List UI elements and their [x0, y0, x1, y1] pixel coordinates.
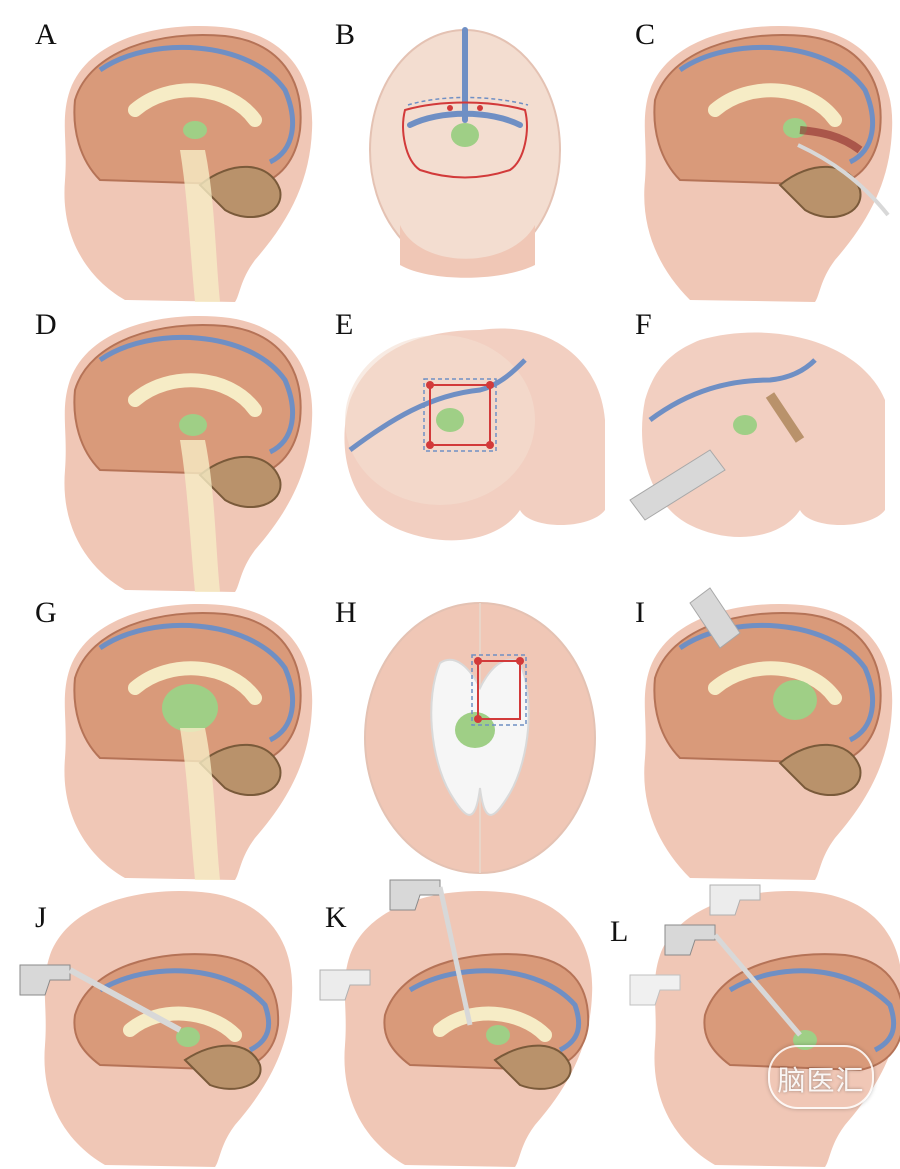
- panel-i: I: [630, 587, 900, 880]
- posterior-head-illustration: [369, 27, 561, 278]
- posterolateral-head-illustration: [344, 328, 605, 541]
- panel-label-c: C: [635, 18, 656, 51]
- panel-label-d: D: [35, 308, 57, 341]
- panel-label-i: I: [635, 596, 645, 629]
- sagittal-head-illustration: [64, 315, 313, 592]
- posterolateral-exposure-illustration: [629, 332, 885, 537]
- panel-b: B: [330, 10, 630, 302]
- sagittal-head-illustration: [644, 25, 893, 302]
- sagittal-head-with-instrument: [19, 890, 293, 1167]
- sagittal-head-with-instruments: [319, 879, 593, 1167]
- sagittal-head-with-instruments: [629, 884, 900, 1167]
- panel-label-g: G: [35, 596, 57, 629]
- panel-label-a: A: [35, 18, 57, 51]
- panel-d: D: [30, 300, 330, 592]
- panel-label-h: H: [335, 596, 357, 629]
- panel-j: J: [10, 875, 310, 1167]
- panel-label-e: E: [335, 308, 354, 341]
- panel-f: F: [629, 300, 900, 592]
- panel-l: L: [610, 875, 900, 1167]
- sagittal-head-illustration: [644, 587, 893, 880]
- panel-h: H: [330, 588, 630, 880]
- sagittal-head-illustration: [64, 25, 313, 302]
- panel-c: C: [630, 10, 900, 302]
- watermark-logo: 脑医汇: [768, 1045, 874, 1109]
- sagittal-head-illustration: [64, 603, 313, 880]
- superior-head-illustration: [364, 602, 596, 874]
- watermark-text: 脑医汇: [777, 1064, 865, 1097]
- panel-label-k: K: [325, 901, 347, 934]
- panel-a: A: [30, 10, 330, 302]
- panel-e: E: [330, 300, 630, 592]
- panel-label-j: J: [35, 901, 47, 934]
- panel-label-b: B: [335, 18, 356, 51]
- panel-g: G: [30, 588, 330, 880]
- panel-label-f: F: [635, 308, 652, 341]
- panel-k: K: [310, 875, 610, 1167]
- panel-label-l: L: [610, 915, 629, 948]
